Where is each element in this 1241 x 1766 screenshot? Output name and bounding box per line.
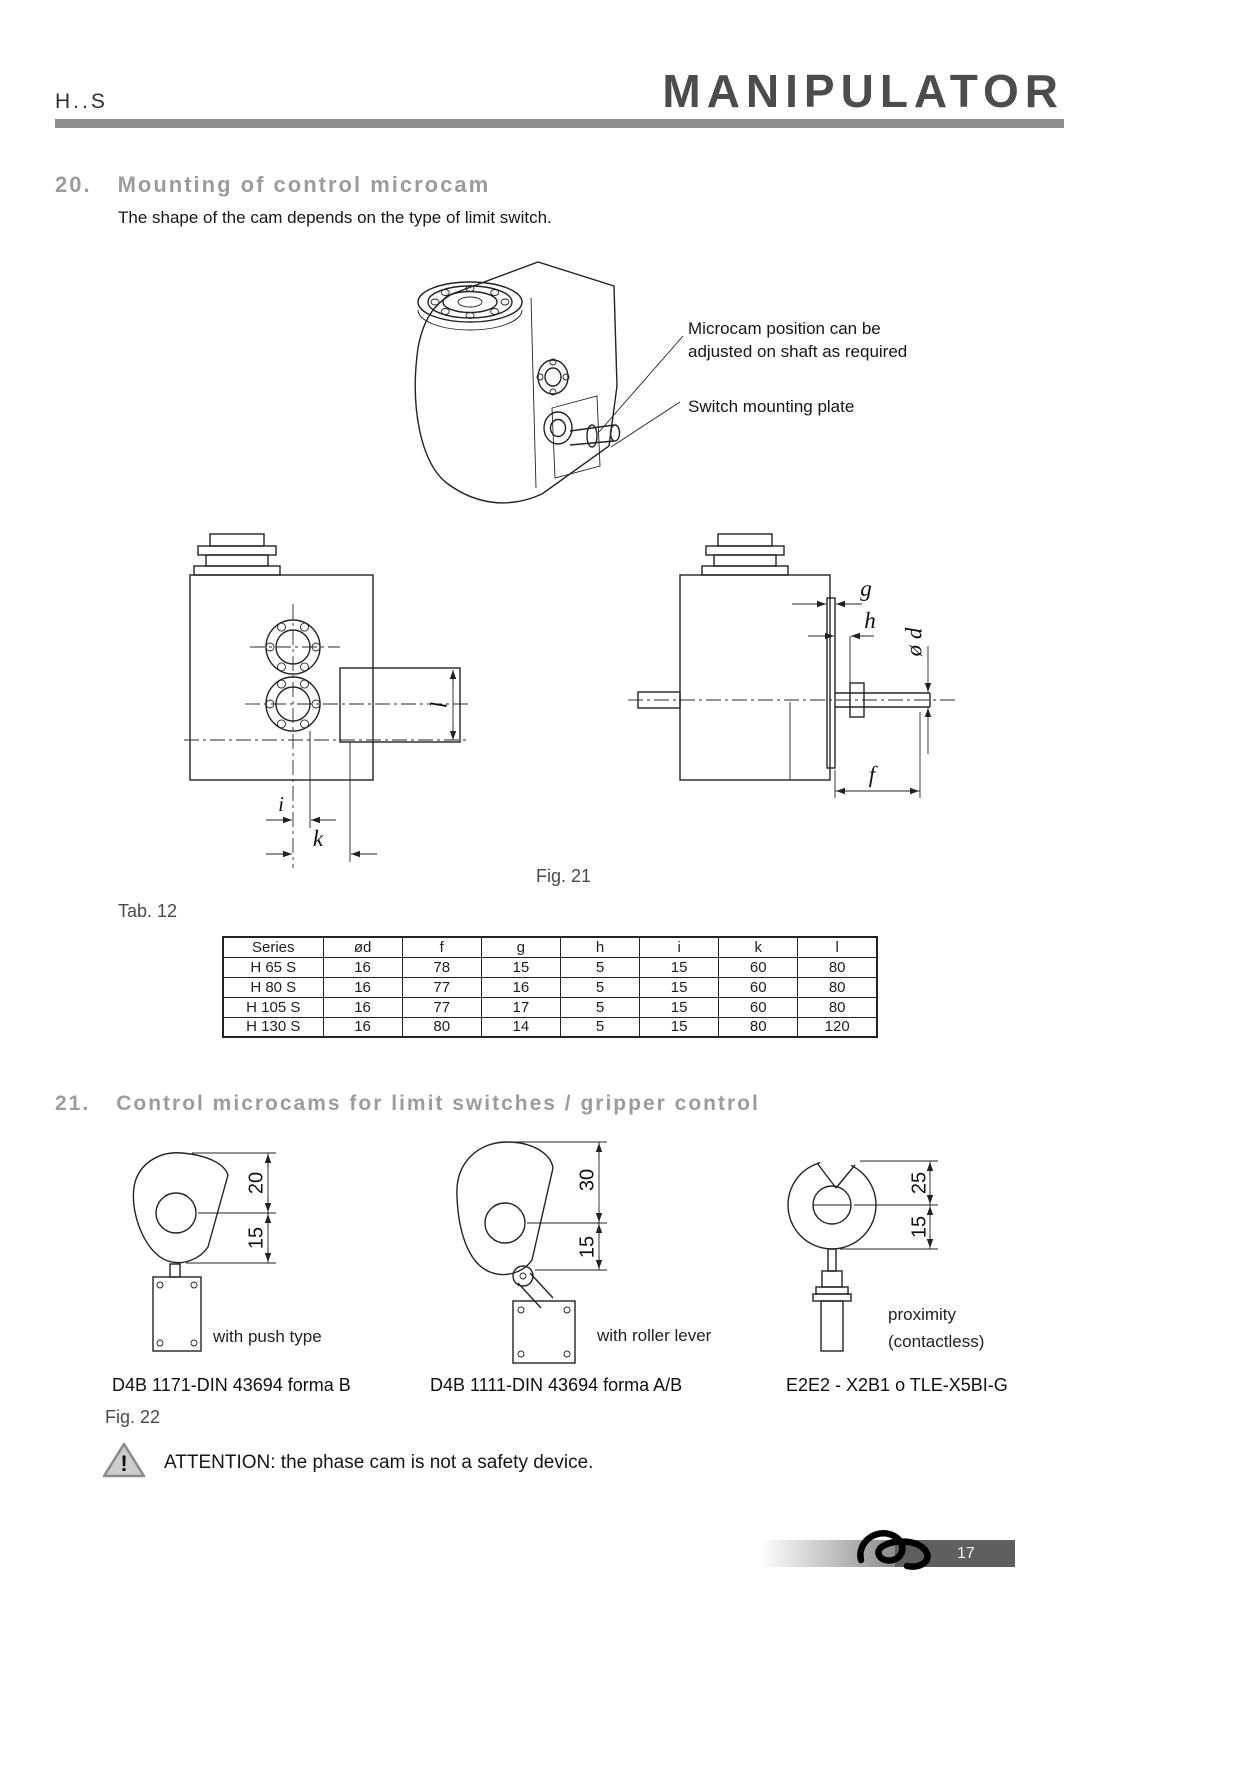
cam1-limit-switch: [152, 1276, 202, 1352]
cam1-plunger: [169, 1263, 181, 1278]
cam3-proximity-sensor: [812, 1248, 852, 1352]
side-view-drawing: g h ø d f: [628, 533, 956, 798]
cam1-label: with push type: [213, 1327, 322, 1346]
dim-label-f: f: [869, 762, 879, 787]
front-dim-k: k: [266, 742, 377, 862]
side-body: [679, 574, 831, 781]
header-rule: [55, 119, 1064, 128]
cam3-label: proximity (contactless): [888, 1305, 985, 1351]
cam2-dim-bottom: 15: [576, 1236, 598, 1258]
col-header: ød: [322, 936, 403, 958]
front-switch-plate: [339, 667, 461, 743]
header-model-code: H..S: [55, 90, 108, 113]
cam3-dim-top: 25: [908, 1172, 930, 1194]
table-header-row: Series ød f g h i k l: [222, 936, 878, 958]
section-20-intro: The shape of the cam depends on the type…: [118, 208, 552, 227]
cam1-part-number: D4B 1171-DIN 43694 forma B: [112, 1375, 351, 1395]
iso-side-flange-upper: [536, 358, 570, 396]
cam2-roller-lever: [512, 1265, 554, 1309]
section-21-heading: 21. Control microcams for limit switches…: [55, 1092, 760, 1116]
col-header: f: [401, 936, 482, 958]
iso-cam-shaft: [569, 424, 621, 448]
front-dim-i: i: [266, 731, 336, 828]
side-cam-shaft: [835, 682, 931, 718]
col-header: g: [480, 936, 561, 958]
col-header: k: [718, 936, 799, 958]
cam2-dimensions: 30 15: [515, 1141, 607, 1271]
cam1-dim-top: 20: [245, 1172, 267, 1194]
iso-face-edge: [530, 297, 537, 489]
side-dim-h: h: [808, 608, 876, 683]
fig-22-caption: Fig. 22: [105, 1407, 161, 1427]
tab-12-caption: Tab. 12: [118, 901, 178, 921]
front-view-drawing: l i k: [184, 533, 470, 868]
attention-text: ATTENTION: the phase cam is not a safety…: [164, 1452, 594, 1473]
section-21-title: Control microcams for limit switches / g…: [116, 1092, 760, 1115]
iso-mounting-plate: [551, 395, 601, 479]
col-header: i: [639, 936, 720, 958]
section-21-number: 21.: [55, 1092, 91, 1115]
section-20-number: 20.: [55, 172, 92, 197]
cam2-limit-switch: [512, 1300, 576, 1364]
dim-label-k: k: [313, 826, 324, 851]
footer-gradient-bar: [760, 1540, 897, 1567]
isometric-manipulator-drawing: [414, 261, 621, 504]
iso-side-flange-lower: [543, 411, 573, 445]
fig-21-caption: Fig. 21: [536, 866, 592, 886]
dim-label-l: l: [426, 702, 451, 708]
iso-top-flange: [417, 281, 523, 331]
front-dim-l: l: [426, 670, 457, 740]
cam2-part-number: D4B 1111-DIN 43694 forma A/B: [430, 1375, 683, 1395]
side-dim-g: g: [792, 576, 872, 608]
cam1-hub: [155, 1192, 197, 1234]
section-20-title: Mounting of control microcam: [117, 172, 491, 197]
col-header: l: [797, 936, 878, 958]
callout-switch-mounting-plate: Switch mounting plate: [688, 397, 855, 416]
callout-microcam-position: Microcam position can be adjusted on sha…: [688, 319, 908, 361]
cam3-dimensions: 25 15: [840, 1160, 938, 1250]
col-header: h: [559, 936, 641, 958]
footer-logo-icon: [857, 1530, 931, 1570]
warning-exclamation: !: [120, 1451, 127, 1476]
cam2-dim-top: 30: [576, 1169, 598, 1191]
section-20-heading: 20. Mounting of control microcam: [55, 172, 490, 198]
cam3-drawing: 25 15: [787, 1153, 938, 1352]
col-header: Series: [222, 936, 324, 958]
dim-label-i: i: [278, 792, 284, 816]
front-top-flange: [193, 533, 281, 576]
callout-leader-lines: [598, 335, 684, 448]
cam3-notch-mask: [814, 1153, 858, 1188]
cam2-body: [456, 1141, 554, 1276]
cam1-body: [132, 1152, 229, 1264]
side-top-flange: [701, 533, 789, 576]
header-title: MANIPULATOR: [662, 65, 1064, 117]
front-body: [189, 574, 374, 781]
side-dim-diameter: ø d: [901, 627, 932, 754]
cam2-drawing: 30 15: [456, 1141, 607, 1364]
iso-body: [414, 261, 618, 504]
cam3-dim-bottom: 15: [908, 1216, 930, 1238]
side-left-shaft: [637, 691, 681, 709]
dim-label-g: g: [860, 576, 872, 601]
page-number: 17: [957, 1545, 975, 1562]
side-switch-plate: [826, 597, 836, 769]
dim-label-h: h: [864, 608, 876, 633]
cam1-dimensions: 20 15: [186, 1152, 276, 1264]
cam1-drawing: 20 15: [132, 1152, 276, 1352]
side-dim-f: f: [834, 712, 921, 798]
warning-triangle-icon: !: [102, 1442, 146, 1478]
cam2-hub: [484, 1202, 526, 1244]
cam2-label: with roller lever: [597, 1326, 712, 1345]
cam1-dim-bottom: 15: [245, 1227, 267, 1249]
dim-label-diameter: ø d: [901, 627, 926, 657]
front-centerlines: [184, 604, 470, 868]
cam3-part-number: E2E2 - X2B1 o TLE-X5BI-G: [786, 1375, 1008, 1395]
